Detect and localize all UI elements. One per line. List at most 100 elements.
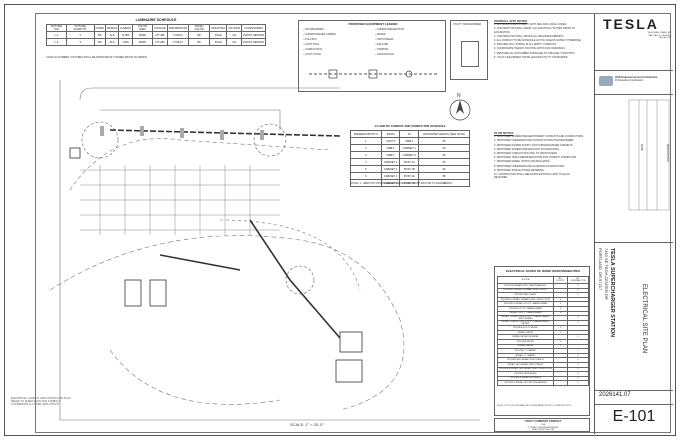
luminaire-header-cell: COLOR TEMP [131, 24, 153, 32]
tb-divider [595, 70, 673, 71]
legend-item: □ GROUND ROD [375, 53, 394, 56]
firm-logo-icon [599, 76, 613, 86]
conduit-schedule-title: AC AND DC CONDUIT AND CONDUCTOR SCHEDULE [374, 124, 446, 128]
conduit-cell: 42' [418, 179, 470, 187]
address-line: PALO ALTO, CA 94304 [648, 34, 672, 37]
luminaire-cell: BK [93, 38, 107, 46]
luminaire-header-cell: DESIGN [105, 24, 120, 32]
scope-cell: X [566, 320, 590, 327]
scope-note: NOTE: UTILITY SCOPE SHALL BE COORDINATED… [497, 405, 572, 407]
project-name: TESLA SUPERCHARGER STATION 7410 SE TECH … [597, 248, 615, 337]
utility-transformer-label: UTILITY TRANSFORMER [453, 23, 481, 26]
tb-divider [595, 404, 673, 405]
luminaire-header-cell: FIXTURE QUANTITY [65, 24, 95, 32]
scope-header-cell: SCOPE [497, 276, 554, 284]
tb-divider [595, 94, 673, 95]
plan-note-item: 2. PROPOSED UNDERGROUND CONDUITS FROM TR… [494, 139, 575, 143]
utility-contact: UTILITY COMPANY CONTACT PGE CONTACT: REP… [494, 418, 590, 432]
plan-note-item: 9. PROPOSED SINGLE PHASE METERING. [494, 168, 545, 172]
scope-row: INSTALL CONDUCTORS (UTILITY TRANSFORMER-… [497, 320, 590, 327]
scope-header-cell: BY CONTRACTOR [566, 276, 590, 284]
luminaire-header-cell: DISTRIBUTION [166, 24, 190, 32]
revisions-description-label: DESCRIPTION [666, 144, 669, 162]
tb-divider [595, 390, 673, 391]
utility-name: PGE [540, 424, 546, 426]
general-notes: GENERAL SITE NOTES 1. ALL WORK SHALL COM… [494, 19, 584, 60]
legend-item: □ STRIPING [375, 48, 389, 51]
equipment-legend: PROPOSED EQUIPMENT LEGEND □ TRANSFORMER □… [298, 20, 446, 92]
plan-notes: PLAN NOTES 1. PROPOSED SUPERCHARGER PRIM… [494, 131, 584, 180]
utility-transformer-detail: UTILITY TRANSFORMER [450, 20, 488, 80]
luminaire-header-cell: FINISH [93, 24, 107, 32]
luminaire-cell: L-2 [46, 38, 67, 46]
luminaire-cell: POLE [209, 38, 228, 46]
legend-item: □ SUPERCHARGER POST [375, 28, 405, 31]
plan-notes-title: PLAN NOTES [494, 131, 514, 135]
equipment-legend-title: PROPOSED EQUIPMENT LEGEND [348, 22, 398, 26]
north-arrow [449, 99, 471, 121]
luminaire-header-cell: ACCESSORIES [241, 24, 266, 32]
revisions-date-label: DATE [640, 144, 643, 151]
drawing-sheet: ELECTRICAL CONDUIT AND CONDUCTOR PLAN RE… [4, 4, 676, 436]
plan-note-item: 5. PROPOSED CONDUIT ROUTING TO SWITCHGEA… [494, 152, 558, 156]
transformer-pad [461, 41, 479, 67]
scope-header-cell: BY UTILITY [552, 276, 568, 284]
utility-email: SERVICE@PGN.COM [531, 429, 555, 432]
luminaire-cell: PHOTO SENSOR [241, 31, 266, 39]
conduit-schedule-notes: NOTES: 1. LENGTHS SHOWN ARE ESTIMATES ON… [350, 182, 454, 185]
firm-sub-text: Professional Corporation [615, 79, 644, 83]
plan-note-item: 4. PROPOSED SUPERCHARGER POST FOUNDATION… [494, 147, 560, 151]
luminaire-cell: BK [93, 31, 107, 39]
tesla-address: 3500 DEER CREEK RD PALO ALTO, CA 94304 T… [641, 32, 671, 40]
general-note-item: 1. ALL WORK SHALL COMPLY WITH NEC AND LO… [494, 23, 567, 27]
site-plan-drawing: N SCALE: 1" = 20'-0" [49, 80, 480, 427]
luminaire-cell: 2 [65, 31, 95, 39]
legend-conduit-sample [309, 69, 437, 79]
legend-item: □ CONDUIT RUN [303, 48, 322, 51]
firm-name: GPD Engineering and Architecture Profess… [615, 76, 671, 82]
legend-item: □ BOLLARD [375, 43, 389, 46]
general-note-item: 7. RESTORE ALL DISTURBED SURFACES TO ORI… [494, 51, 576, 55]
project-number: 2026141.07 [599, 392, 631, 398]
luminaire-cell: BK [188, 31, 211, 39]
luminaire-cell: 277-480 [151, 38, 168, 46]
legend-item: □ SUPERCHARGER CABINET [303, 33, 337, 36]
scope-cell [552, 380, 568, 386]
general-notes-title: GENERAL SITE NOTES [494, 19, 528, 23]
luminaire-header-cell: MOUNTING [209, 24, 228, 32]
title-block: TESLA 3500 DEER CREEK RD PALO ALTO, CA 9… [594, 14, 673, 434]
general-note-item: 3. CONTRACTOR SHALL OBTAIN ALL REQUIRED … [494, 34, 565, 38]
luminaire-cell: TYPE IV [166, 38, 190, 46]
scale-label: SCALE: 1" = 20'-0" [290, 422, 324, 427]
sheet-number: E-101 [612, 408, 656, 425]
north-label: N [457, 93, 461, 99]
luminaire-schedule-title: LUMINAIRE SCHEDULE [135, 18, 177, 22]
tb-divider [595, 242, 673, 243]
legend-item: □ PULL BOX [303, 38, 317, 41]
scope-cell: X [566, 380, 590, 386]
address-line: 3500 DEER CREEK RD [647, 32, 671, 34]
luminaire-cell: TYPE III [166, 31, 190, 39]
plan-note-item: 7. PROPOSED WHEEL STOPS AND BOLLARDS. [494, 160, 551, 164]
luminaire-cell: 11,583 [118, 31, 133, 39]
luminaire-cell: 4000K [131, 31, 153, 39]
luminaire-header-cell: LUMENS [118, 24, 133, 32]
scope-title: ELECTRICAL SCOPE OF WORK RESPONSIBILITIE… [505, 269, 581, 273]
plan-note-item: 8. PROPOSED UNDERGROUND ALUMINUM CONDUCT… [494, 164, 565, 168]
scope-table-box: ELECTRICAL SCOPE OF WORK RESPONSIBILITIE… [494, 266, 590, 416]
luminaire-header-cell: FIXTURE TAG [46, 24, 67, 32]
legend-item: □ LIGHT POLE [303, 43, 320, 46]
utility-contact-title: UTILITY COMPANY CONTACT [524, 420, 562, 423]
legend-item: □ TRANSFORMER [303, 28, 324, 31]
scope-cell: INSTALL CONDUCTORS (UTILITY TRANSFORMER-… [497, 320, 554, 327]
conduit-cell: 7 [350, 179, 382, 187]
luminaire-header-cell: FINISH COLOR [188, 24, 211, 32]
luminaire-cell: ALS [105, 31, 120, 39]
plan-note-item: 3. PROPOSED POWER SUPPLY FOR SUPERCHARGE… [494, 143, 574, 147]
